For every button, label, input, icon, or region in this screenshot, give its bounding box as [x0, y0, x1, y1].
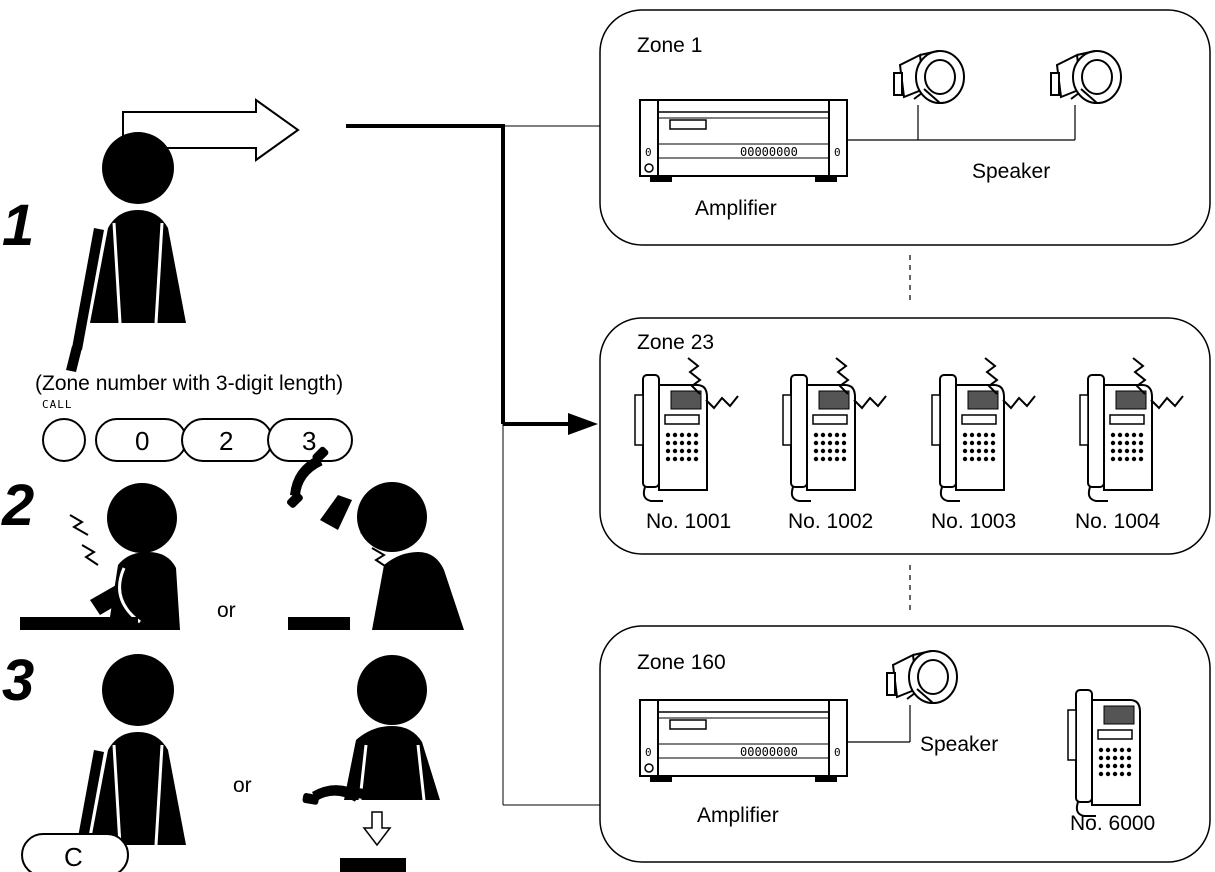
person-speaking-handset-icon: [275, 445, 464, 630]
amplifier-icon: [639, 99, 848, 183]
telephone-station-icon: [782, 374, 856, 502]
clear-key-frame: [21, 833, 129, 872]
step-number-1: 1: [2, 193, 34, 258]
step1-caption: (Zone number with 3-digit length): [35, 372, 343, 395]
zone-1-box: Zone 1 Amplifier Speaker: [599, 9, 1211, 246]
station-1001-label: No. 1001: [646, 510, 731, 533]
step-number-3: 3: [2, 648, 34, 713]
zone-160-amplifier-label: Amplifier: [697, 804, 779, 827]
station-1004-label: No. 1004: [1075, 510, 1161, 533]
person-dialing-icon: [66, 130, 188, 372]
zone-23-title: Zone 23: [637, 331, 714, 354]
or-label-step3: or: [233, 774, 252, 797]
telephone-station-icon: [1067, 689, 1141, 817]
zone-23-box: Zone 23 No. 1001 No. 1002 No. 1003 No. 1…: [599, 317, 1211, 555]
zone-160-title: Zone 160: [637, 651, 726, 674]
person-hanging-up-icon: [302, 655, 440, 872]
zone-160-speaker-label: Speaker: [920, 733, 998, 756]
zone-1-speaker-label: Speaker: [972, 160, 1050, 183]
clear-key: C: [64, 842, 83, 872]
station-1003-label: No. 1003: [931, 510, 1016, 533]
arrowhead-icon: [568, 413, 598, 435]
call-key-label: CALL: [42, 398, 73, 411]
person-speaking-mic-icon: [20, 483, 180, 630]
station-1002-label: No. 1002: [788, 510, 873, 533]
connection-lines: [346, 124, 911, 806]
call-key: [42, 418, 86, 462]
telephone-station-icon: [634, 374, 708, 502]
or-label-step2: or: [217, 599, 236, 622]
down-arrow-icon: [362, 811, 392, 847]
zone-160-box: Zone 160 Amplifier Speaker No. 6000: [599, 625, 1211, 863]
key-3: 3: [302, 426, 316, 456]
key-0: 0: [135, 426, 149, 456]
amplifier-icon: [639, 699, 848, 783]
zone-1-amplifier-label: Amplifier: [695, 197, 777, 220]
telephone-station-icon: [931, 374, 1005, 502]
telephone-station-icon: [1079, 374, 1153, 502]
key-2: 2: [219, 426, 233, 456]
station-6000-label: No. 6000: [1070, 812, 1155, 835]
step-number-2: 2: [1, 473, 34, 538]
zone-1-title: Zone 1: [637, 34, 702, 57]
